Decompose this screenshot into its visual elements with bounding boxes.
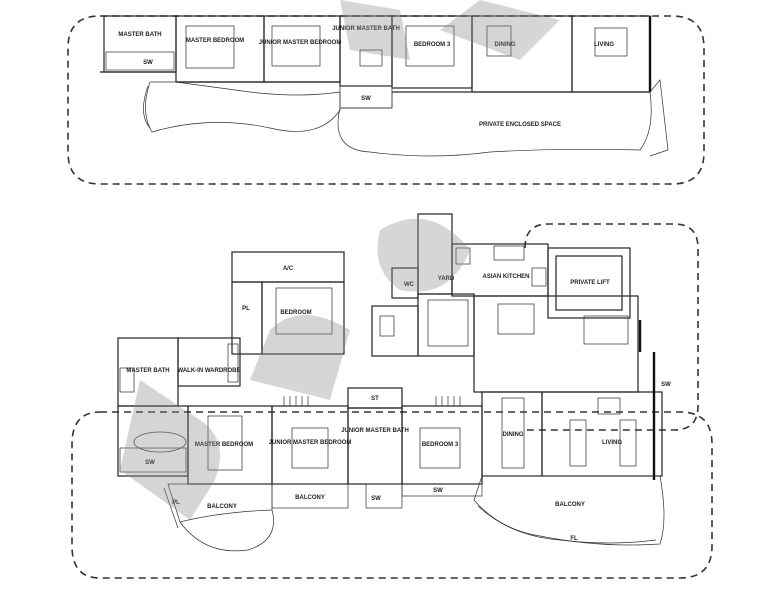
bottom-junior-master-bath-label: JUNIOR MASTER BATH [341, 428, 409, 434]
bottom-balcony-label-2: BALCONY [295, 495, 325, 501]
bottom-plan-walls [117, 213, 663, 509]
top-living-label: LIVING [594, 42, 614, 48]
top-floor-plan: MASTER BATH MASTER BEDROOM JUNIOR MASTER… [67, 15, 705, 185]
bottom-fl-label: FL [570, 536, 578, 542]
top-sw-label-1: SW [143, 60, 153, 66]
bottom-plan-lower-dashed-outline [71, 411, 713, 579]
bottom-sw-jmb-label: SW [371, 496, 381, 502]
bottom-bedroom-3-label: BEDROOM 3 [422, 442, 459, 448]
top-junior-master-bath-label: JUNIOR MASTER BATH [332, 26, 400, 32]
bottom-st-label: ST [371, 396, 379, 402]
bottom-plan-furniture [119, 245, 637, 471]
top-dining-label: DINING [495, 42, 516, 48]
bottom-walk-in-wardrobe-label: WALK-IN WARDROBE [178, 368, 241, 374]
bottom-yard-label: YARD [438, 276, 455, 282]
bottom-sw-right-label: SW [661, 382, 671, 388]
bottom-plan-labels: A/C PL BEDROOM WC YARD ASIAN KITCHEN PRI… [126, 266, 671, 542]
bottom-dining-label: DINING [503, 432, 524, 438]
bottom-balcony-label-3: BALCONY [555, 502, 585, 508]
top-junior-master-bedroom-label: JUNIOR MASTER BEDROOM [259, 40, 342, 46]
bottom-master-bath-label: MASTER BATH [126, 368, 169, 374]
bottom-sw-bed3-label: SW [433, 488, 443, 494]
bottom-plan-balconies [163, 475, 665, 552]
bottom-sw-bath-label: SW [145, 460, 155, 466]
bottom-private-lift-label: PRIVATE LIFT [570, 280, 610, 286]
bottom-ac-label: A/C [283, 266, 294, 272]
top-private-enclosed-space-label: PRIVATE ENCLOSED SPACE [479, 122, 561, 128]
top-master-bedroom-label: MASTER BEDROOM [186, 38, 244, 44]
bottom-junior-master-bedroom-label: JUNIOR MASTER BEDROOM [269, 440, 352, 446]
bottom-master-bedroom-label: MASTER BEDROOM [195, 442, 253, 448]
top-plan-labels: MASTER BATH MASTER BEDROOM JUNIOR MASTER… [118, 26, 614, 128]
bottom-living-label: LIVING [602, 440, 622, 446]
wardrobe-rail [283, 396, 461, 406]
top-plan-enclosed-space [143, 79, 669, 157]
top-bedroom-3-label: BEDROOM 3 [414, 42, 451, 48]
bottom-pl-label-2: PL [172, 500, 180, 506]
bottom-pl-label-1: PL [242, 306, 250, 312]
watermark [120, 0, 560, 520]
bottom-bedroom-label: BEDROOM [280, 310, 311, 316]
bottom-plan-right-dashed-outline [524, 223, 699, 431]
top-plan-dashed-outline [67, 15, 705, 185]
bottom-wc-label: WC [404, 282, 415, 288]
top-sw-label-2: SW [361, 96, 371, 102]
top-master-bath-label: MASTER BATH [118, 32, 161, 38]
bottom-floor-plan: A/C PL BEDROOM WC YARD ASIAN KITCHEN PRI… [71, 213, 713, 579]
bottom-balcony-label-1: BALCONY [207, 504, 237, 510]
bottom-asian-kitchen-label: ASIAN KITCHEN [482, 274, 529, 280]
